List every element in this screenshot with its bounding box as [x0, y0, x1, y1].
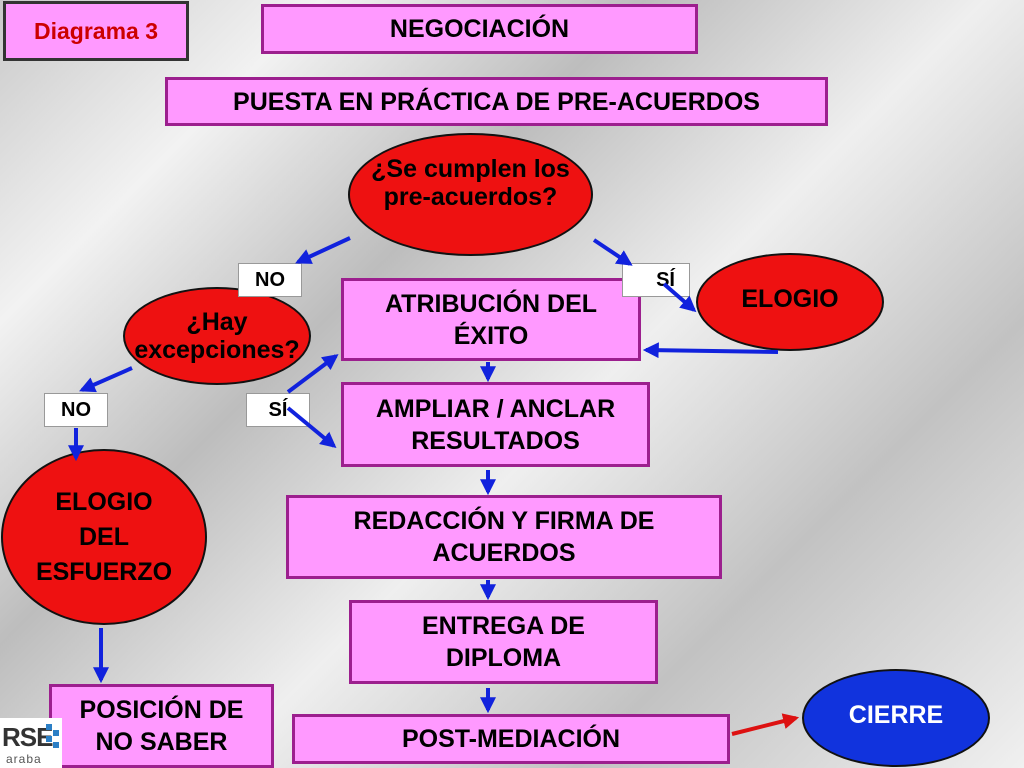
node-post-mediacion: POST-MEDIACIÓN — [292, 714, 730, 764]
arrow-excepciones-to-no — [79, 366, 133, 393]
node-hay-excepciones-decision: ¿Hay excepciones? — [123, 287, 311, 385]
node-negociacion: NEGOCIACIÓN — [261, 4, 698, 54]
node-posicion-de-no-saber: POSICIÓN DE NO SABER — [49, 684, 274, 768]
arrow-si-to-elogio — [662, 282, 697, 313]
node-elogio-del-esfuerzo: ELOGIO DEL ESFUERZO — [1, 449, 207, 625]
arrow-post-to-cierre — [731, 713, 800, 736]
arrow-si-to-atribucion — [286, 354, 339, 394]
label-si-top: SÍ — [622, 263, 690, 297]
rse-araba-logo: RSE araba — [0, 718, 62, 768]
arrow-si-to-ampliar — [286, 406, 337, 449]
logo-text-top: RSE — [2, 722, 53, 752]
label-no-bottom: NO — [44, 393, 108, 427]
node-entrega-de-diploma: ENTREGA DE DIPLOMA — [349, 600, 658, 684]
node-cierre: CIERRE — [802, 669, 990, 767]
node-puesta-en-practica: PUESTA EN PRÁCTICA DE PRE-ACUERDOS — [165, 77, 828, 126]
label-si-bottom: SÍ — [246, 393, 310, 427]
logo-text-bottom: araba — [6, 752, 42, 766]
arrow-to-no — [295, 236, 351, 264]
node-redaccion-y-firma: REDACCIÓN Y FIRMA DE ACUERDOS — [286, 495, 722, 579]
node-ampliar-anclar: AMPLIAR / ANCLAR RESULTADOS — [341, 382, 650, 467]
logo-mark-icon — [46, 724, 60, 750]
arrow-elogio-to-atribucion — [642, 342, 779, 359]
node-atribucion-del-exito: ATRIBUCIÓN DEL ÉXITO — [341, 278, 641, 361]
arrow-to-si — [592, 238, 633, 266]
node-se-cumplen-decision: ¿Se cumplen los pre-acuerdos? — [348, 133, 593, 256]
label-no-top: NO — [238, 263, 302, 297]
node-elogio: ELOGIO — [696, 253, 884, 351]
diagram-label: Diagrama 3 — [3, 1, 189, 61]
